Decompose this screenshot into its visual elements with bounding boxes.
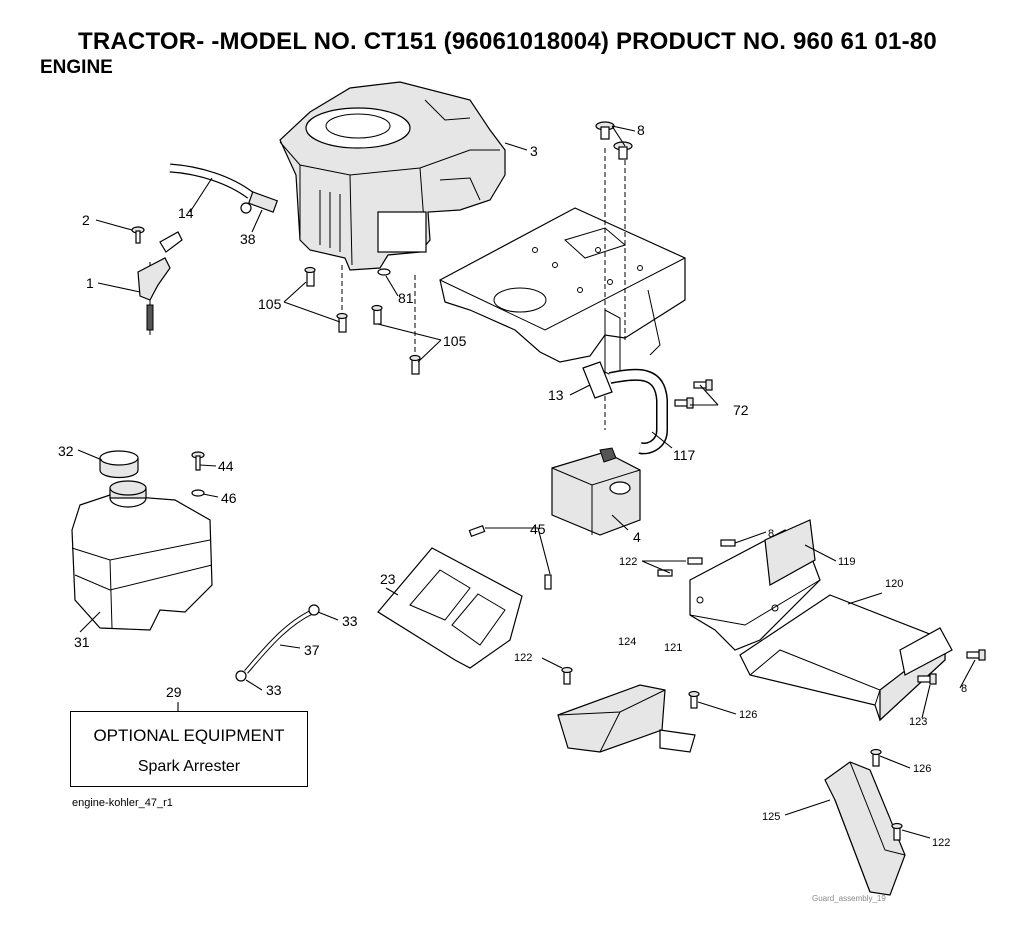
label-122-lower: 122 bbox=[932, 837, 950, 849]
label-4: 4 bbox=[633, 529, 641, 545]
fuel-tank-31[interactable] bbox=[71, 480, 213, 631]
washer-81[interactable] bbox=[377, 268, 391, 276]
label-105-left: 105 bbox=[258, 296, 282, 312]
deflector-125[interactable] bbox=[824, 761, 906, 896]
muffler-4[interactable] bbox=[551, 447, 641, 536]
bolt-105[interactable] bbox=[304, 266, 421, 375]
label-33-bottom: 33 bbox=[266, 682, 282, 698]
label-8-guard-top: 8 bbox=[768, 528, 774, 540]
label-3: 3 bbox=[530, 143, 538, 159]
bolt-122-deflector[interactable] bbox=[561, 666, 573, 685]
screw-2[interactable] bbox=[131, 226, 145, 244]
heat-shield-23[interactable] bbox=[377, 547, 523, 669]
drawing-reference: engine-kohler_47_r1 bbox=[72, 797, 173, 809]
fuel-line-37[interactable] bbox=[244, 609, 314, 674]
guard-reference: Guard_assembly_19 bbox=[812, 894, 886, 903]
deflector-124[interactable] bbox=[557, 684, 696, 753]
label-32: 32 bbox=[58, 443, 74, 459]
label-8-guard-right: 8 bbox=[961, 683, 967, 695]
label-123: 123 bbox=[909, 716, 927, 728]
label-44: 44 bbox=[218, 458, 234, 474]
bolt-8-top[interactable] bbox=[595, 121, 633, 160]
clamp-33[interactable] bbox=[235, 604, 320, 682]
label-1: 1 bbox=[86, 275, 94, 291]
optional-equipment-box: OPTIONAL EQUIPMENT Spark Arrester bbox=[70, 711, 308, 787]
label-33-top: 33 bbox=[342, 613, 358, 629]
label-2: 2 bbox=[82, 212, 90, 228]
label-124: 124 bbox=[618, 636, 636, 648]
bolt-8-guard[interactable] bbox=[966, 649, 986, 661]
label-105-right: 105 bbox=[443, 333, 467, 349]
label-38: 38 bbox=[240, 231, 256, 247]
label-122-guard: 122 bbox=[619, 556, 637, 568]
section-title: ENGINE bbox=[40, 57, 113, 78]
screw-126-deflector[interactable] bbox=[688, 690, 700, 709]
label-46: 46 bbox=[221, 490, 237, 506]
bolt-72[interactable] bbox=[674, 379, 713, 409]
label-117: 117 bbox=[673, 447, 696, 463]
fitting-38[interactable] bbox=[240, 191, 279, 214]
gasket-13[interactable] bbox=[582, 361, 613, 399]
fuel-cap-32[interactable] bbox=[99, 450, 139, 479]
label-120: 120 bbox=[885, 578, 903, 590]
label-31: 31 bbox=[74, 634, 90, 650]
guard-frame-120[interactable] bbox=[739, 594, 953, 722]
label-121: 121 bbox=[664, 642, 682, 654]
label-8-top: 8 bbox=[637, 122, 645, 138]
optional-equipment-title: OPTIONAL EQUIPMENT bbox=[93, 726, 285, 745]
page-title: TRACTOR- -MODEL NO. CT151 (96061018004) … bbox=[78, 28, 937, 55]
label-14: 14 bbox=[178, 205, 194, 221]
label-81: 81 bbox=[398, 290, 414, 306]
spark-arrester-label: Spark Arrester bbox=[137, 758, 241, 775]
bolt-123[interactable] bbox=[917, 673, 937, 685]
exhaust-pipe-117[interactable] bbox=[608, 368, 668, 455]
engine-part[interactable] bbox=[279, 81, 506, 271]
label-125: 125 bbox=[762, 811, 780, 823]
label-29: 29 bbox=[166, 684, 182, 700]
screw-44[interactable] bbox=[191, 451, 205, 471]
label-119: 119 bbox=[838, 556, 856, 568]
screw-126-lower[interactable] bbox=[870, 748, 882, 767]
bolt-122-lower[interactable] bbox=[891, 822, 903, 841]
label-122-deflector: 122 bbox=[514, 652, 532, 664]
screw-45[interactable] bbox=[468, 525, 552, 590]
label-126-lower: 126 bbox=[913, 763, 931, 775]
label-45: 45 bbox=[530, 521, 546, 537]
fuel-hose-14[interactable] bbox=[169, 163, 253, 199]
label-72: 72 bbox=[733, 402, 749, 418]
throttle-bracket-1[interactable] bbox=[137, 231, 183, 335]
washer-46[interactable] bbox=[191, 489, 205, 497]
label-126-deflector: 126 bbox=[739, 709, 757, 721]
label-23: 23 bbox=[380, 571, 396, 587]
label-13: 13 bbox=[548, 387, 564, 403]
engine-mounting-plate[interactable] bbox=[439, 207, 686, 381]
label-37: 37 bbox=[304, 642, 320, 658]
guard-bracket-119[interactable] bbox=[689, 519, 821, 651]
